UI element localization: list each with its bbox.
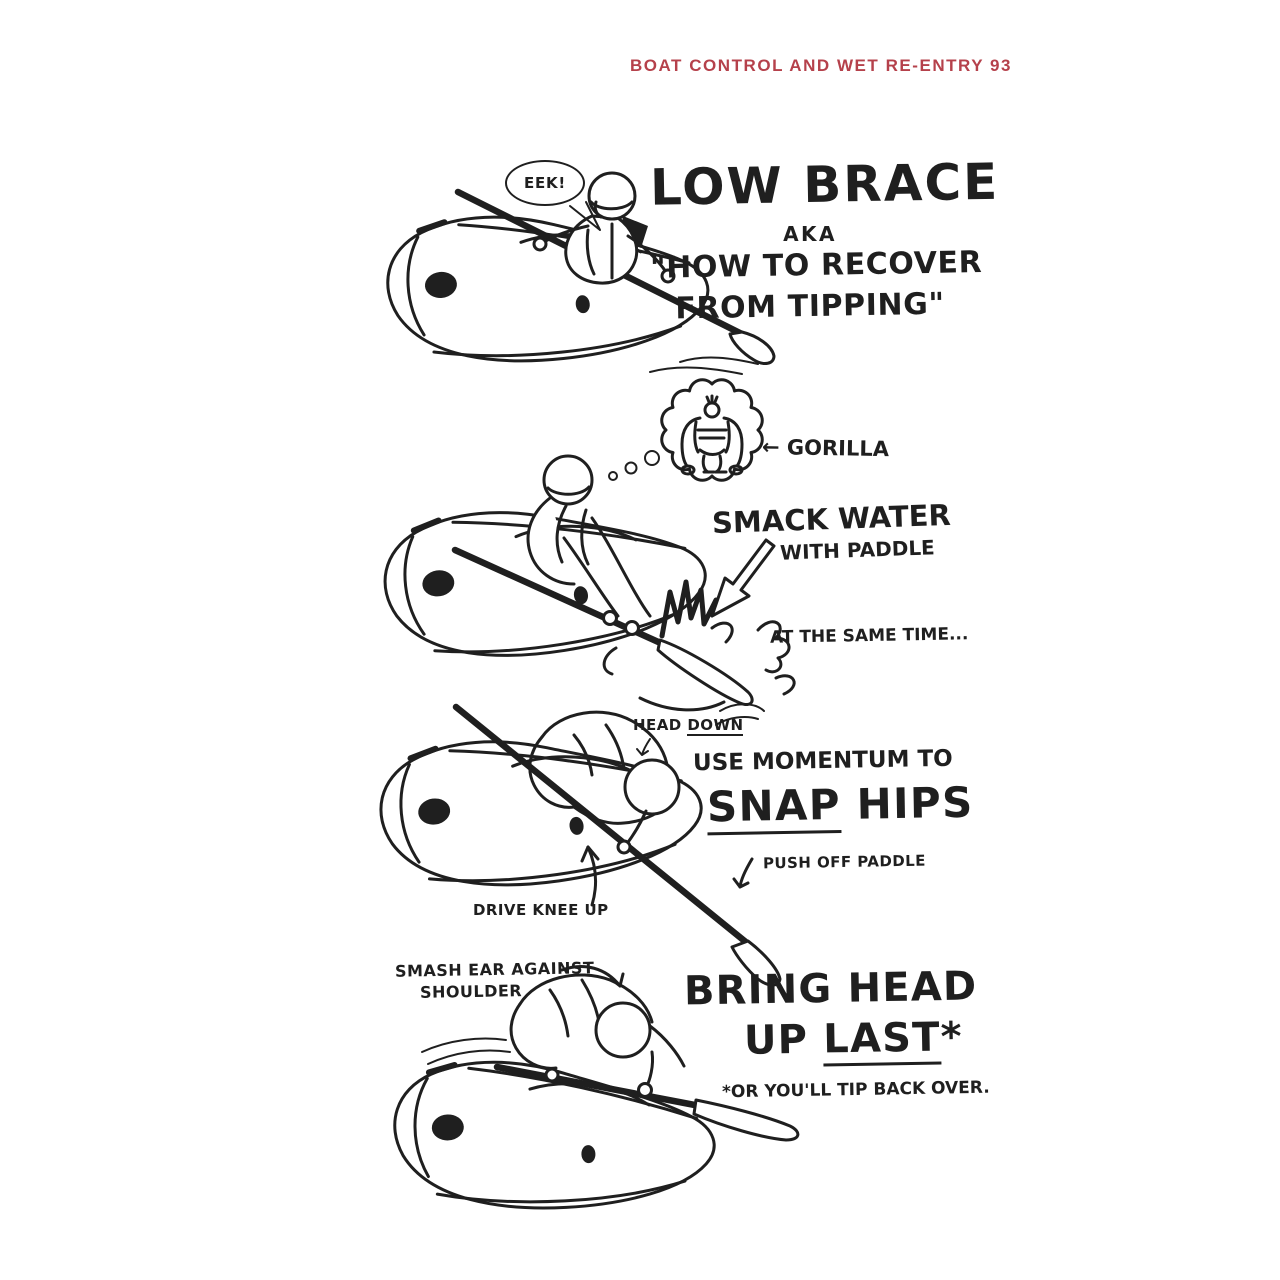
bring-head-heading: BRING HEAD [683,963,978,1015]
splash-drawing [602,579,796,712]
paddle-drawing [493,1063,800,1142]
page-title: LOW BRACE [649,152,1000,217]
illustration-step2-smack-water [360,378,796,712]
title-subtitle-line1: "HOW TO RECOVER [649,244,983,286]
paddler-drawing [528,710,681,855]
illustration-step3-snap-hips [360,703,782,987]
drive-knee-note: DRIVE KNEE UP [473,901,609,919]
snap-hips-heading: SNAP HIPS [706,777,974,836]
page-header: BOAT CONTROL AND WET RE-ENTRY 93 [629,56,1012,75]
asterisk-mark: * [940,1014,964,1061]
use-momentum-heading: USE MOMENTUM TO [692,745,953,777]
head-down-word2: DOWN [687,716,744,736]
head-down-word1: HEAD [633,716,682,734]
ear-arrow-icon [560,965,625,988]
gorilla-drawing [680,394,744,476]
front-blade-drawing [421,1037,511,1065]
arrow-left-icon: ← [761,434,780,460]
smash-ear-note-line2: SHOULDER [419,981,523,1002]
paddler-drawing [532,171,676,285]
gorilla-label-text: GORILLA [786,435,890,462]
snap-word: SNAP [706,779,842,836]
illustration-step1-tipping [360,171,776,410]
gorilla-label: ← GORILLA [762,435,889,461]
with-paddle-heading: WITH PADDLE [779,535,936,565]
last-word: LAST [822,1014,942,1067]
waterline-drawing [649,356,759,375]
thought-bubble-drawing [608,378,764,482]
same-time-note: AT THE SAME TIME... [769,624,969,648]
up-word: UP [743,1016,824,1064]
up-last-heading: UP LAST* [743,1014,964,1067]
smash-ear-note-line1: SMASH EAR AGAINST [394,958,595,981]
illustration-step4-head-up-last [370,965,800,1215]
upper-blade-drawing [715,703,765,726]
head-down-arrow-icon [636,738,651,756]
arrow-down-left-icon [710,538,776,618]
push-off-arrow-icon [732,857,754,889]
footnote: *OR YOU'LL TIP BACK OVER. [721,1077,990,1103]
knee-arrow-icon [580,845,600,907]
speech-bubble-tail [569,201,601,231]
speech-bubble: EEK! [505,160,585,206]
paddler-drawing [526,454,652,636]
push-off-note: PUSH OFF PADDLE [762,851,927,873]
title-subtitle-line2: FROM TIPPING" [675,286,945,327]
title-aka: AKA [783,222,837,246]
smack-water-heading: SMACK WATER [711,497,952,541]
head-down-note: HEAD DOWN [633,716,744,736]
hips-word: HIPS [856,777,974,829]
paddle-drawing [452,703,782,987]
speech-text: EEK! [524,174,566,192]
title-block: LOW BRACE AKA "HOW TO RECOVER FROM TIPPI… [649,152,1000,327]
